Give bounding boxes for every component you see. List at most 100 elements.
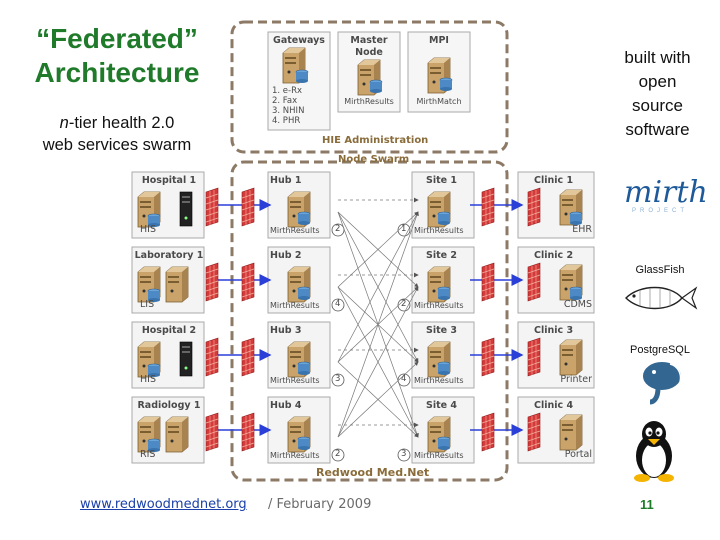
database-icon [437,211,451,226]
hub-number-circle [331,448,345,462]
gateway-db-icon [295,69,309,84]
hie-admin-border [230,20,509,154]
clinic-name: Clinic 4 [534,400,574,411]
built-with-text: built with open source software [600,46,715,142]
hub-name: Hub 3 [270,325,302,336]
hub-number-circle [331,223,345,237]
subtitle-italic: n [59,114,69,132]
site-caption: MirthResults [414,376,464,385]
built-line-3: source [631,96,684,115]
page-number: 11 [640,497,654,512]
left-node-name: Hospital 2 [141,325,197,336]
title-line-2: Architecture [34,57,200,88]
firewall-icon [205,262,219,302]
firewall-icon [481,412,495,452]
site-caption: MirthResults [414,226,464,235]
left-node-system: LIS [140,299,155,310]
hub-number-circle [331,298,345,312]
glassfish-label: GlassFish [635,264,685,276]
hub-site-links [338,197,419,428]
site-number: 3 [401,449,407,459]
site-number: 4 [401,374,407,384]
left-node-system: HIS [140,224,156,235]
clinic-name: Clinic 1 [534,175,574,186]
site-caption: MirthResults [414,301,464,310]
gateway-item: 1. e-Rx [272,86,303,96]
site-number-circle [397,448,411,462]
subtitle-rest: -tier health 2.0 [68,114,175,132]
site-name: Site 4 [426,400,458,411]
left-node-system: RIS [140,449,156,460]
gateway-items: 1. e-Rx 2. Fax 3. NHIN 4. PHR [272,86,304,126]
clinic-system: EHR [572,224,592,235]
built-line-2: open [638,72,677,91]
gateway-item: 4. PHR [272,116,301,126]
master-caption: MirthResults [344,97,394,106]
tower-server-icon [179,191,193,227]
firewall-icon [205,187,219,227]
postgresql-label: PostgreSQL [630,344,690,356]
left-node-system: HIS [140,374,156,385]
clinic-system: Portal [564,449,592,460]
hub-caption: MirthResults [270,301,320,310]
built-line-1: built with [624,48,691,67]
hub-number: 2 [335,224,341,234]
postgresql-elephant-icon [641,360,683,405]
server-icon [165,416,189,453]
hub-caption: MirthResults [270,376,320,385]
master-line-1: Master [350,35,388,46]
firewall-icon [241,187,255,227]
mpi-title: MPI [429,35,449,46]
hub-number: 4 [335,299,341,309]
firewall-icon [241,412,255,452]
subtitle-line-2: web services swarm [42,136,192,154]
gateways-title: Gateways [273,35,325,46]
site-name: Site 3 [426,325,458,336]
mirth-logo: mirth [624,175,708,210]
firewall-icon [527,187,541,227]
firewall-icon [481,187,495,227]
site-number: 2 [401,299,407,309]
database-icon [297,286,311,301]
master-node-title: Master Node [340,35,398,59]
database-icon [437,361,451,376]
hub-number-circle [331,373,345,387]
blue-arrows [218,199,524,436]
firewall-icon [241,337,255,377]
slide-subtitle: n-tier health 2.0 web services swarm [8,112,226,156]
site-number: 1 [401,224,407,234]
database-icon [297,361,311,376]
gateway-item: 2. Fax [272,96,298,106]
clinic-system: Printer [560,374,592,385]
node-swarm-label: Node Swarm [338,154,410,165]
clinic-name: Clinic 2 [534,250,574,261]
left-node-name: Radiology 1 [137,400,201,411]
hub-number: 3 [335,374,341,384]
footer-date: / February 2009 [268,497,372,512]
firewall-icon [205,412,219,452]
laptop-icon [559,414,583,451]
server-icon [165,266,189,303]
footer-link[interactable]: www.redwoodmednet.org [80,497,247,512]
hie-admin-label: HIE Administration [322,135,429,146]
node-swarm-border [230,160,509,482]
firewall-icon [205,337,219,377]
site-name: Site 2 [426,250,458,261]
site-caption: MirthResults [414,451,464,460]
title-line-1: “Federated” [36,23,198,54]
firewall-icon [527,262,541,302]
master-db-icon [369,79,383,94]
printer-icon [559,339,583,376]
tower-server-icon [179,341,193,377]
database-icon [437,436,451,451]
slide-title: “Federated” Architecture [8,22,226,90]
mpi-caption: MirthMatch [416,97,462,106]
database-icon [297,436,311,451]
firewall-icon [481,262,495,302]
firewall-icon [527,337,541,377]
network-label: Redwood Med.Net [316,466,430,479]
hub-name: Hub 1 [270,175,302,186]
clinic-name: Clinic 3 [534,325,574,336]
database-icon [297,211,311,226]
